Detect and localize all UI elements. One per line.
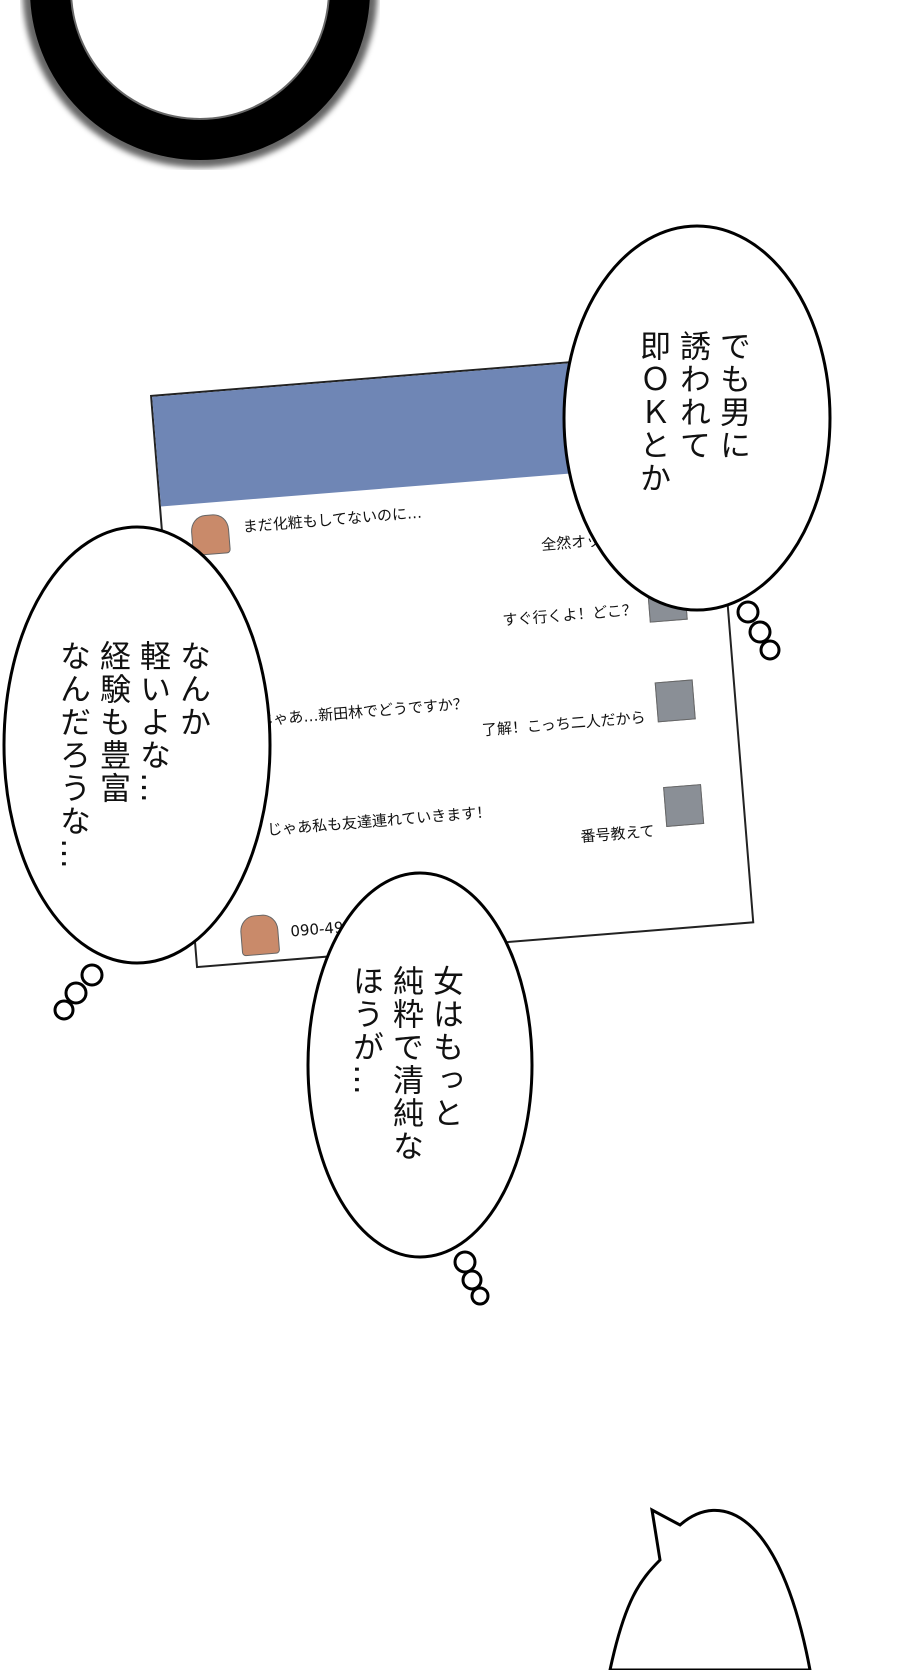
bubble-text-left: なんか 軽いよな… 経験も豊富 なんだろうな… — [52, 640, 212, 871]
text-line: 即ＯＫとか — [634, 330, 670, 495]
text-line: 軽いよな… — [134, 640, 170, 805]
thought-bubble-left — [2, 525, 272, 965]
text-line: 経験も豊富 — [94, 640, 130, 805]
text-line: ほうが… — [347, 965, 383, 1097]
text-line: 誘われて — [674, 330, 710, 462]
bubble-text-top-right: でも男に 誘われて 即ＯＫとか — [632, 330, 752, 495]
text-line: 純粋で清純な — [387, 965, 423, 1163]
text-line: なんか — [174, 640, 210, 739]
bubble-text-center: 女はもっと 純粋で清純な ほうが… — [345, 965, 465, 1163]
thought-bubble-center — [306, 871, 534, 1259]
thought-bubble-top-right — [562, 224, 832, 612]
speech-bubble-bottom — [608, 1507, 812, 1670]
text-line: 女はもっと — [427, 965, 463, 1130]
text-line: でも男に — [714, 330, 750, 462]
text-line: なんだろうな… — [54, 640, 90, 871]
